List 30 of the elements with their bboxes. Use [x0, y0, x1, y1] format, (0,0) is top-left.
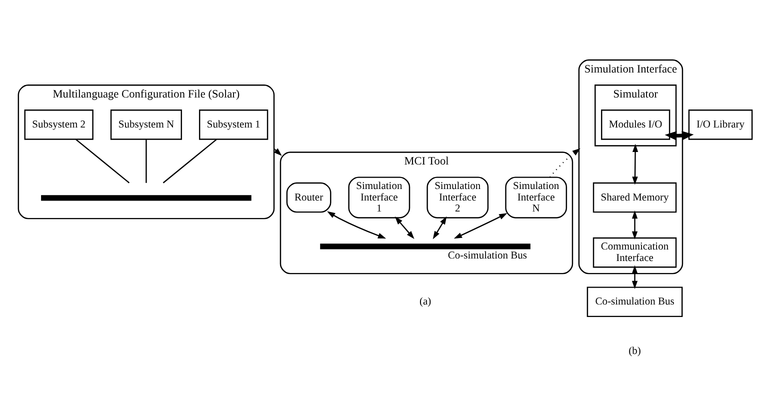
arrow	[632, 144, 638, 185]
arrow	[632, 265, 638, 289]
node-box: Communication Interface	[592, 237, 677, 268]
node-box: Shared Memory	[592, 182, 677, 213]
arrow	[394, 216, 414, 240]
node-box: Simulation Interface 2	[426, 176, 489, 218]
arrow	[432, 216, 447, 240]
node-box: Modules I/O	[601, 110, 670, 140]
arrow	[664, 131, 694, 140]
label: (a)	[419, 296, 432, 308]
node-bar	[41, 195, 252, 201]
node-box: Subsystem 1	[199, 110, 268, 140]
arrow	[632, 210, 638, 240]
node-box: Subsystem 2	[24, 110, 94, 140]
node-label: Co-simulation Bus	[448, 250, 527, 262]
node-box: Subsystem N	[110, 110, 182, 140]
label: (b)	[628, 346, 641, 357]
connector	[162, 138, 217, 184]
node-bar	[320, 244, 530, 250]
arrow	[550, 148, 580, 178]
arrow	[274, 148, 282, 156]
node-box: I/O Library	[688, 110, 753, 140]
arrow	[327, 211, 386, 239]
node-box: Simulation Interface N	[505, 176, 568, 218]
connector	[146, 140, 147, 183]
node-box: Simulation Interface 1	[348, 176, 410, 218]
node-box: Router	[286, 182, 332, 213]
connector	[76, 138, 130, 184]
node-box: Co-simulation Bus	[586, 286, 683, 318]
arrow	[454, 213, 508, 239]
